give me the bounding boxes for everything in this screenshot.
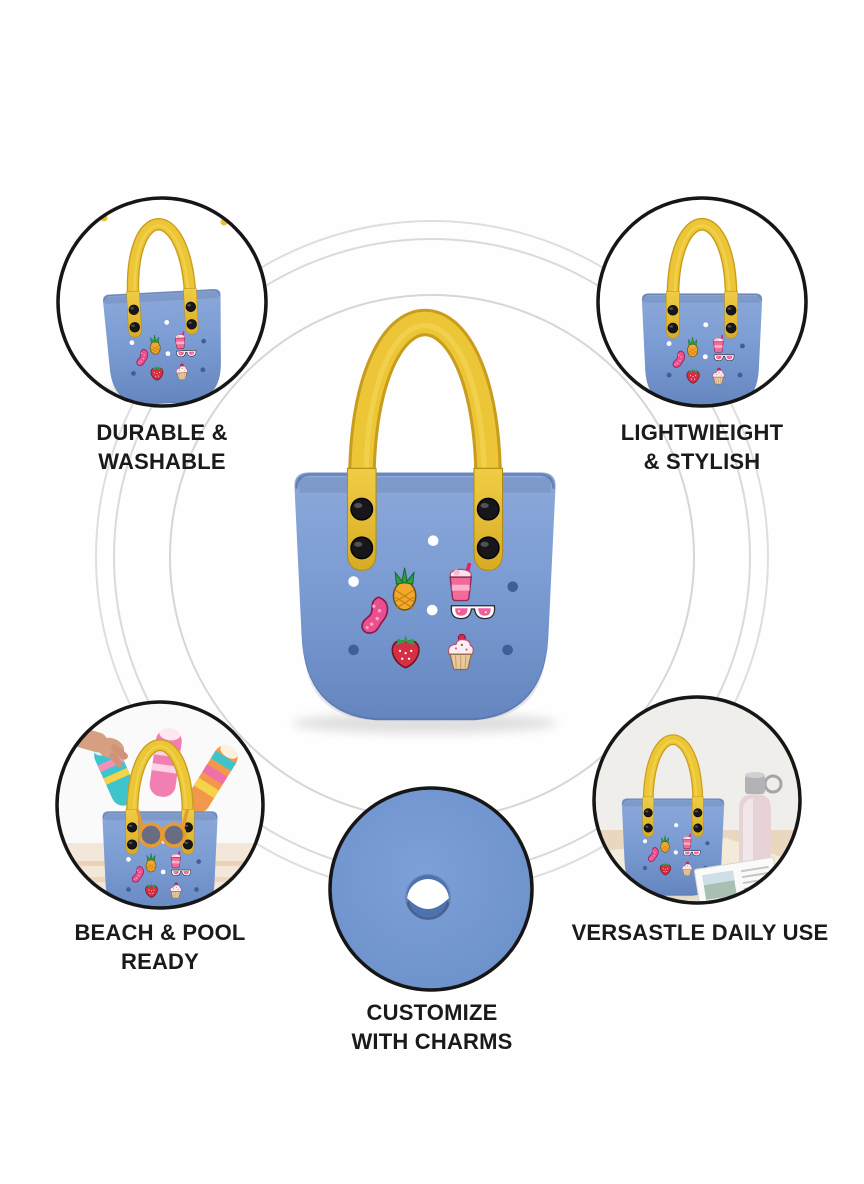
feature-circle-border (56, 196, 268, 408)
main-product-image (292, 322, 558, 734)
sunglasses-icon (136, 809, 189, 848)
feature-circle-border (596, 196, 808, 408)
feature-label-customize: CUSTOMIZE WITH CHARMS (351, 1000, 513, 1054)
feature-photo-customize (330, 788, 532, 990)
feature-label-versatile: VERSASTLE DAILY USE (571, 920, 829, 945)
feature-label-beach: BEACH & POOL READY (74, 920, 246, 974)
feature-label-durable: DURABLE & WASHABLE (96, 420, 228, 474)
tote-bag-illustration (294, 322, 555, 720)
feature-circle-border (55, 700, 265, 910)
feature-label-lightweight: LIGHTWIEIGHT & STYLISH (620, 420, 784, 474)
feature-circle-border (592, 695, 802, 905)
feature-circle-border (328, 786, 534, 992)
towel-roll-icon (186, 744, 238, 813)
rivet-hole (405, 874, 451, 920)
